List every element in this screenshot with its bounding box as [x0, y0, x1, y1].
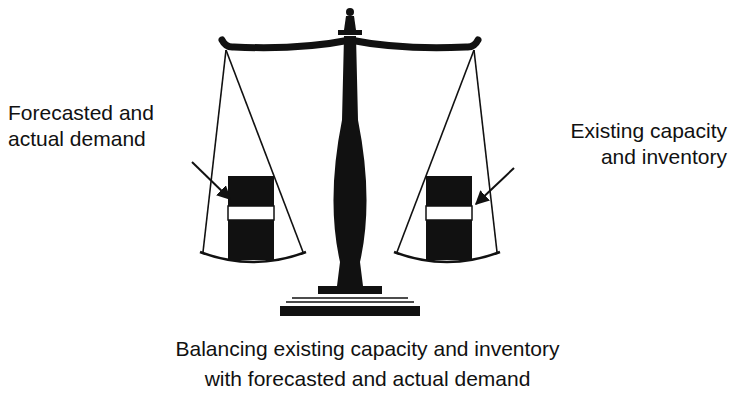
base: [280, 286, 420, 316]
right-blocks: [426, 176, 472, 260]
caption: Balancing existing capacity and inventor…: [165, 334, 570, 395]
pillar: [333, 36, 366, 286]
finial: [338, 8, 362, 35]
callout-label: Forecasted and actual demand: [8, 100, 180, 153]
leader-arrow: [476, 168, 514, 204]
left-blocks: [228, 176, 274, 260]
leader-arrow: [192, 162, 230, 199]
callout-label: Existing capacity and inventory: [540, 118, 727, 171]
